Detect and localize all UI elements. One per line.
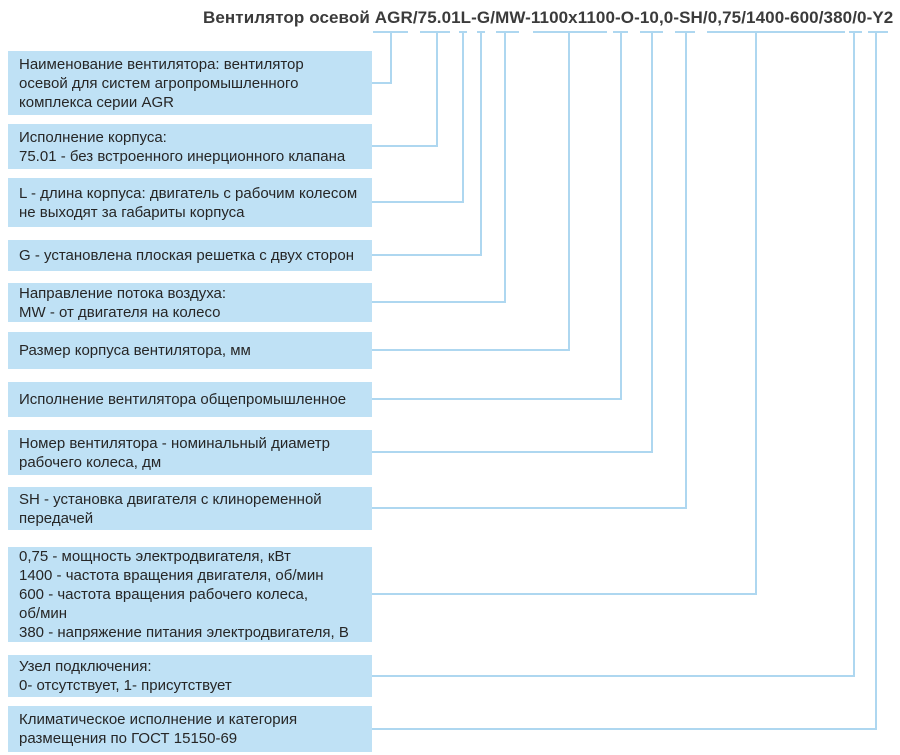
legend-box-fan-name: Наименование вентилятора: вентилятор осе… bbox=[8, 51, 372, 115]
connector-g bbox=[372, 31, 485, 256]
legend-text: Размер корпуса вентилятора, мм bbox=[19, 342, 251, 359]
connector-motor bbox=[372, 31, 845, 595]
legend-box-number: Номер вентилятора - номинальный диаметр … bbox=[8, 430, 372, 475]
connector-size bbox=[372, 31, 607, 351]
connector-climate bbox=[372, 31, 888, 730]
legend-box-execution: Исполнение вентилятора общепромышленное bbox=[8, 382, 372, 417]
connector-75-01 bbox=[372, 31, 450, 147]
legend-text: L - длина корпуса: двигатель с рабочим к… bbox=[19, 184, 358, 221]
legend-text: Наименование вентилятора: вентилятор осе… bbox=[19, 55, 304, 111]
diagram-title: Вентилятор осевой AGR/75.01L-G/MW-1100x1… bbox=[203, 8, 894, 27]
legend-box-connection: Узел подключения: 0- отсутствует, 1- при… bbox=[8, 655, 372, 697]
legend-text: Направление потока воздуха: MW - от двиг… bbox=[19, 284, 227, 321]
legend-box-housing: Исполнение корпуса: 75.01 - без встроенн… bbox=[8, 124, 372, 169]
legend-text: G - установлена плоская решетка с двух с… bbox=[19, 247, 354, 264]
connector-agr bbox=[372, 31, 408, 84]
legend-box-grille: G - установлена плоская решетка с двух с… bbox=[8, 240, 372, 271]
legend-text: SH - установка двигателя с клиноременной… bbox=[19, 490, 322, 527]
connector-10-0 bbox=[372, 31, 663, 453]
legend-text: Номер вентилятора - номинальный диаметр … bbox=[19, 434, 330, 471]
connector-node bbox=[372, 31, 862, 677]
legend-box-belt-drive: SH - установка двигателя с клиноременной… bbox=[8, 487, 372, 530]
legend-box-airflow: Направление потока воздуха: MW - от двиг… bbox=[8, 283, 372, 322]
legend-text: Исполнение вентилятора общепромышленное bbox=[19, 391, 347, 408]
legend-text: Узел подключения: 0- отсутствует, 1- при… bbox=[19, 658, 232, 694]
legend-box-length: L - длина корпуса: двигатель с рабочим к… bbox=[8, 178, 372, 227]
legend-box-size: Размер корпуса вентилятора, мм bbox=[8, 332, 372, 369]
connector-o bbox=[372, 31, 628, 400]
legend-text: Исполнение корпуса: 75.01 - без встроенн… bbox=[19, 128, 346, 165]
connector-mw bbox=[372, 31, 519, 303]
legend-text: Климатическое исполнение и категория раз… bbox=[19, 711, 298, 747]
connector-l bbox=[372, 31, 467, 203]
legend-box-motor-specs: 0,75 - мощность электродвигателя, кВт 14… bbox=[8, 547, 372, 642]
connector-sh bbox=[372, 31, 695, 509]
legend-box-climate: Климатическое исполнение и категория раз… bbox=[8, 706, 372, 752]
legend-text: 0,75 - мощность электродвигателя, кВт 14… bbox=[19, 548, 349, 641]
